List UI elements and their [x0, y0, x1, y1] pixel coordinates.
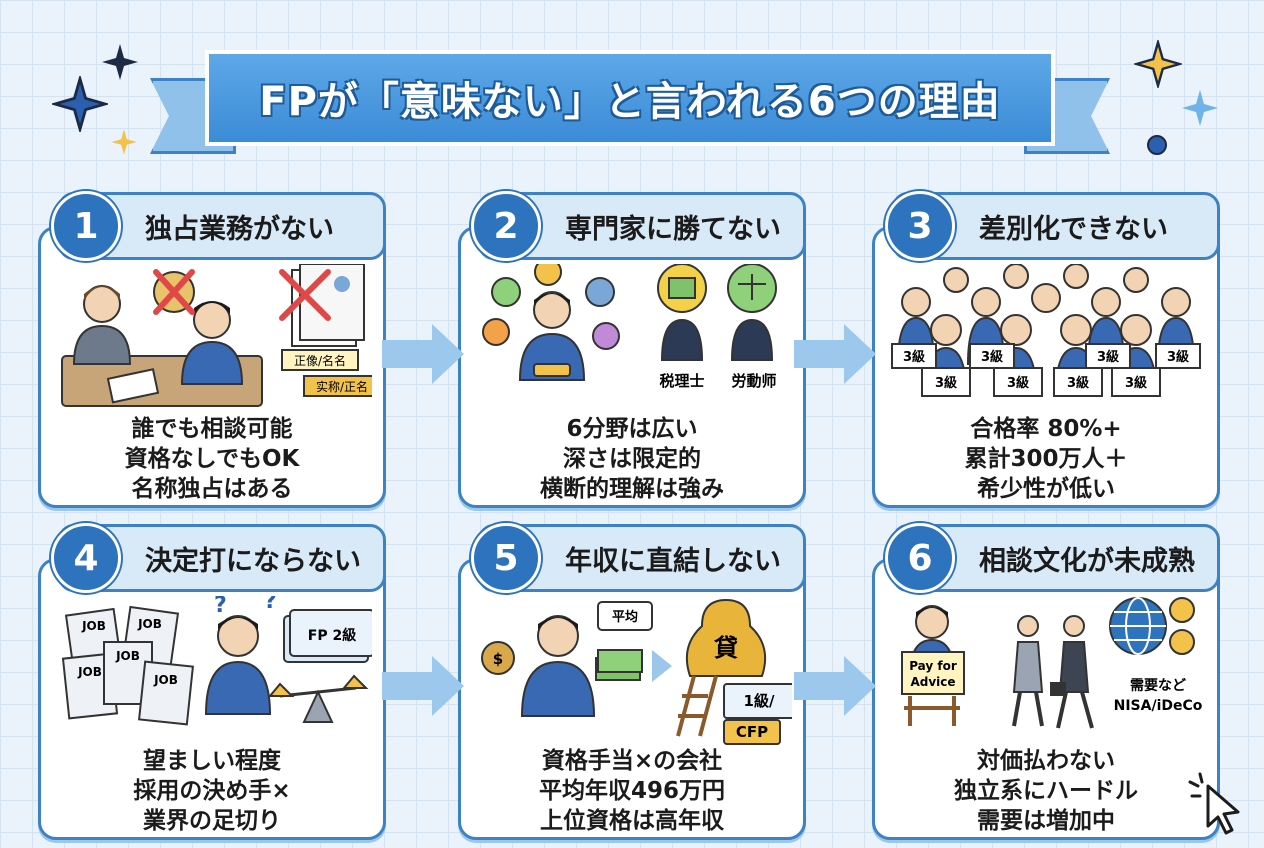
- banner-body: FPが「意味ない」と言われる6つの理由: [205, 50, 1055, 146]
- card-description: 6分野は広い 深さは限定的 横断的理解は強み: [466, 414, 798, 504]
- card-title: 年収に直結しない: [565, 545, 781, 577]
- card-line: 望ましい程度: [143, 748, 281, 774]
- card-line: 需要は増加中: [977, 808, 1115, 834]
- average-bubble: 平均: [612, 609, 638, 625]
- sparkle-icon: [52, 76, 108, 132]
- grade-label: 1級/: [744, 692, 775, 710]
- card-line: 横断的理解は強み: [540, 476, 724, 502]
- card-line: 深さは限定的: [563, 446, 701, 472]
- card-header: 2 専門家に勝てない: [471, 191, 806, 261]
- sparkle-icon: [111, 129, 137, 155]
- card-title: 独占業務がない: [145, 213, 334, 245]
- card-number: 6: [885, 523, 955, 593]
- flow-arrow-icon: [794, 324, 876, 384]
- reason-card-6: 6 相談文化が未成熟 Pay for Advice 需要など NISA/iDeC…: [872, 523, 1220, 840]
- grade-sign: 3級: [1007, 375, 1029, 391]
- grade-sign: 3級: [1125, 375, 1147, 391]
- card-description: 誰でも相談可能 資格なしでもOK 名称独占はある: [46, 414, 378, 504]
- card-line: 独立系にハードル: [954, 778, 1138, 804]
- sparkle-icon: [102, 44, 138, 80]
- demand-label: 需要など: [1130, 677, 1186, 694]
- card-line: 誰でも相談可能: [131, 416, 293, 442]
- card-description: 合格率 80%+ 累計300万人＋ 希少性が低い: [880, 414, 1212, 504]
- card-line: 平均年収496万円: [538, 778, 725, 804]
- consultation-illustration: 正像/名名 实称/正名: [52, 263, 381, 414]
- card-header: 4 決定打にならない: [51, 523, 386, 593]
- card-number: 3: [885, 191, 955, 261]
- title-banner: FPが「意味ない」と言われる6つの理由: [150, 38, 1110, 158]
- card-line: 採用の決め手×: [133, 778, 291, 804]
- expert-label: 税理士: [659, 372, 704, 390]
- badge-label: 实称/正名: [316, 379, 368, 394]
- card-line: 資格なしでもOK: [124, 446, 300, 472]
- badge-label: 正像/名名: [294, 353, 346, 368]
- card-description: 資格手当×の会社 平均年収496万円 上位資格は高年収: [466, 746, 798, 836]
- card-line: 名称独占はある: [131, 476, 293, 502]
- grade-sign: 3級: [903, 349, 925, 365]
- grade-sign: 3級: [1097, 349, 1119, 365]
- sign-label: Advice: [910, 675, 955, 689]
- card-description: 対価払わない 独立系にハードル 需要は増加中: [880, 746, 1212, 836]
- cursor-icon: [1188, 772, 1240, 835]
- reason-card-5: 5 年収に直結しない $ 平均 貸 1級/ CFP 資格手当×の会社 平均年収4…: [458, 523, 806, 840]
- svg-text:?: ?: [264, 596, 277, 614]
- flow-arrow-icon: [794, 656, 876, 716]
- grade-sign: 3級: [1067, 375, 1089, 391]
- card-title: 差別化できない: [979, 213, 1168, 245]
- expert-label: 労動师: [731, 372, 776, 390]
- reason-card-4: 4 決定打にならない JOB JOB JOB JOB JOB ? ?: [38, 523, 386, 840]
- sparkle-icon: [1134, 40, 1182, 88]
- card-title: 相談文化が未成熟: [979, 545, 1195, 577]
- flow-arrow-icon: [382, 324, 464, 384]
- card-header: 6 相談文化が未成熟: [885, 523, 1220, 593]
- grade-sign: 3級: [981, 349, 1003, 365]
- card-number: 2: [471, 191, 541, 261]
- fp-card-label: FP 2級: [308, 627, 356, 644]
- card-header: 3 差別化できない: [885, 191, 1220, 261]
- card-number: 4: [51, 523, 121, 593]
- cfp-label: CFP: [736, 723, 768, 741]
- grade-sign: 3級: [935, 375, 957, 391]
- nisa-ideco-label: NISA/iDeCo: [1114, 698, 1203, 714]
- job-sheet-label: JOB: [153, 673, 178, 687]
- card-line: 希少性が低い: [977, 476, 1115, 502]
- page-title: FPが「意味ない」と言われる6つの理由: [259, 79, 1001, 125]
- card-header: 5 年収に直結しない: [471, 523, 806, 593]
- consultation-culture-illustration: Pay for Advice 需要など NISA/iDeCo: [886, 596, 1206, 746]
- reason-card-1: 1 独占業務がない 正像/名名 实称/正名 誰でも相談可能 資格なしでもOK: [38, 191, 386, 508]
- job-sheet-label: JOB: [115, 649, 140, 663]
- loan-bag-label: 貸: [714, 634, 738, 662]
- card-number: 5: [471, 523, 541, 593]
- crowd-illustration: 3級 3級 3級 3級 3級 3級 3級 3級: [886, 263, 1206, 414]
- job-hunting-illustration: JOB JOB JOB JOB JOB ? ? FP 2級: [52, 589, 375, 746]
- card-line: 累計300万人＋: [964, 446, 1128, 472]
- reason-card-2: 2 専門家に勝てない 税理士 労動师 6分野は広い 深さは限定的 横断的理解は強…: [458, 191, 806, 508]
- card-line: 6分野は広い: [566, 416, 698, 442]
- card-line: 資格手当×の会社: [541, 748, 723, 774]
- card-line: 上位資格は高年収: [540, 808, 724, 834]
- sign-label: Pay for: [909, 659, 957, 673]
- flow-arrow-icon: [382, 656, 464, 716]
- svg-text:$: $: [493, 650, 503, 668]
- grade-sign: 3級: [1167, 349, 1189, 365]
- reason-card-3: 3 差別化できない 3級 3級: [872, 191, 1220, 508]
- card-line: 合格率 80%+: [970, 416, 1122, 442]
- income-illustration: $ 平均 貸 1級/ CFP: [472, 596, 795, 746]
- card-title: 決定打にならない: [145, 545, 361, 577]
- card-line: 業界の足切り: [143, 808, 281, 834]
- card-description: 望ましい程度 採用の決め手× 業界の足切り: [46, 746, 378, 836]
- job-sheet-label: JOB: [137, 617, 162, 631]
- card-number: 1: [51, 191, 121, 261]
- expert-comparison-illustration: 税理士 労動师: [472, 258, 792, 414]
- svg-text:?: ?: [214, 596, 227, 618]
- job-sheet-label: JOB: [77, 665, 102, 679]
- card-frame: [872, 558, 1220, 840]
- card-header: 1 独占業務がない: [51, 191, 386, 261]
- sparkle-icon: [1182, 90, 1218, 126]
- dot-icon: [1147, 135, 1167, 155]
- job-sheet-label: JOB: [81, 619, 106, 633]
- card-line: 対価払わない: [977, 748, 1115, 774]
- card-title: 専門家に勝てない: [565, 213, 781, 245]
